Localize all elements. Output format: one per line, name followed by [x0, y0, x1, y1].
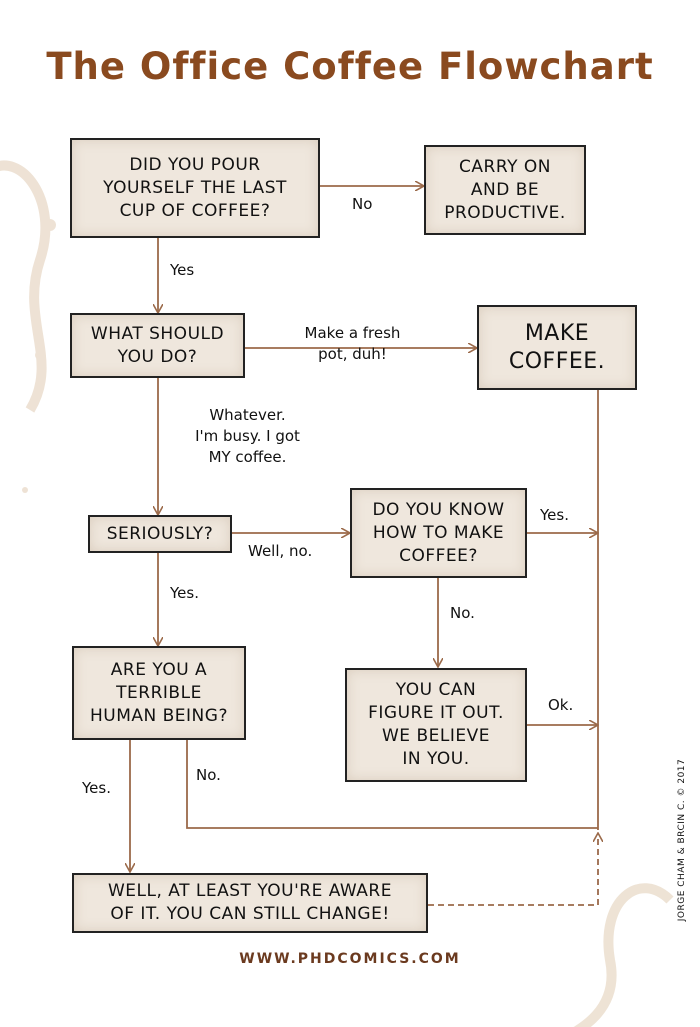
node-figure-out: YOU CAN FIGURE IT OUT. WE BELIEVE IN YOU… [345, 668, 527, 782]
label-yes-terrible: Yes. [82, 779, 111, 797]
label-well-no: Well, no. [248, 542, 313, 560]
edge-no-terrible [186, 740, 598, 829]
page-title: The Office Coffee Flowchart [46, 45, 654, 88]
label-whatever: Whatever. I'm busy. I got MY coffee. [195, 406, 300, 466]
label-no: No [352, 195, 373, 213]
label-yes-know: Yes. [540, 506, 569, 524]
label-fresh-pot: Make a fresh pot, duh! [304, 324, 401, 363]
node-terrible: ARE YOU A TERRIBLE HUMAN BEING? [72, 646, 246, 740]
label-yes: Yes [170, 261, 195, 279]
label-no-terrible: No. [196, 766, 221, 784]
label-no-know: No. [450, 604, 475, 622]
label-ok: Ok. [548, 696, 574, 714]
footer-url[interactable]: WWW.PHDCOMICS.COM [239, 951, 461, 967]
node-make-coffee: MAKE COFFEE. [477, 305, 637, 390]
node-know-how: DO YOU KNOW HOW TO MAKE COFFEE? [350, 488, 527, 578]
coffee-stains [0, 160, 674, 1027]
node-last-cup: DID YOU POUR YOURSELF THE LAST CUP OF CO… [70, 138, 320, 238]
label-yes-serious: Yes. [170, 584, 199, 602]
node-seriously: SERIOUSLY? [88, 515, 232, 553]
node-what-do: WHAT SHOULD YOU DO? [70, 313, 245, 378]
edge-dashed-change [428, 834, 598, 906]
node-carry-on: CARRY ON AND BE PRODUCTIVE. [424, 145, 586, 235]
copyright: JORGE CHAM & BRCIN C. © 2017 [677, 758, 687, 922]
node-aware: WELL, AT LEAST YOU'RE AWARE OF IT. YOU C… [72, 873, 428, 933]
